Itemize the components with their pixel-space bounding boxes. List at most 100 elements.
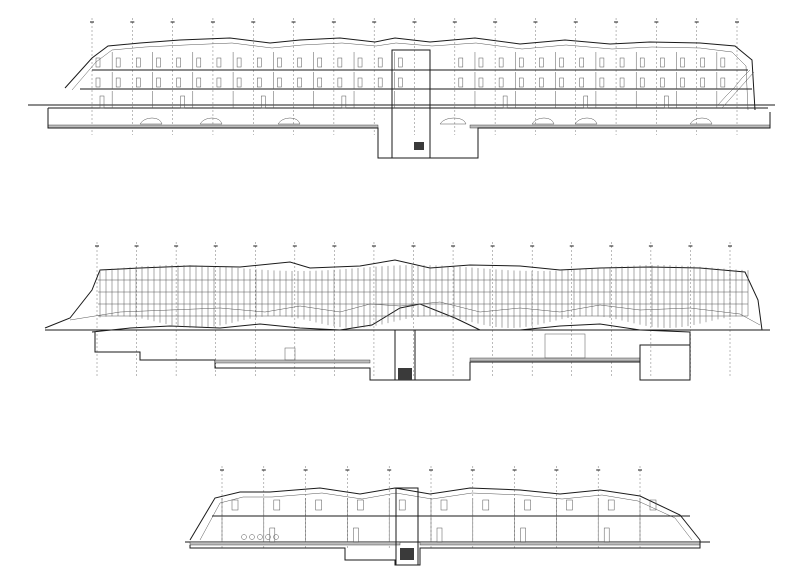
section-middle-glazing [544,333,586,359]
window [216,77,222,88]
window [315,499,322,511]
window [579,77,584,88]
section-top [28,18,775,159]
window [196,57,202,68]
window [236,57,242,68]
window [566,499,573,511]
window [458,77,464,88]
window [257,77,262,88]
window [257,57,262,68]
door [180,95,185,109]
section-middle-door [284,347,296,361]
window [136,57,141,68]
window [559,57,564,68]
section-top-grid-lines [90,18,739,135]
section-bottom-slab-left [189,541,401,546]
window [519,57,524,68]
window [196,77,202,88]
section-bottom-core [395,487,419,566]
window [619,57,625,68]
window [599,77,605,88]
window [398,77,403,88]
window [639,57,645,68]
window [478,57,484,68]
window [176,57,181,68]
section-middle-envelope [44,259,763,331]
door [583,95,588,109]
window [357,57,363,68]
window [498,77,504,88]
section-middle-core-stair [398,368,412,380]
window [277,77,282,88]
section-middle-slab-a [214,359,371,364]
window [680,57,685,68]
window [377,77,383,88]
window [337,57,343,68]
door [664,95,669,109]
door [436,527,443,543]
window [277,57,282,68]
section-top-parked-cars [139,117,713,125]
window [357,499,364,511]
window [398,499,406,511]
window [236,77,242,88]
window [357,77,363,88]
section-bottom-room-cells [221,498,657,543]
door [99,95,105,109]
window [607,499,615,511]
window [720,57,726,68]
door [341,95,347,109]
section-bottom-seating [241,534,279,540]
door [603,527,610,543]
window [440,499,448,511]
door [261,95,266,109]
window [156,57,161,68]
window [539,57,544,68]
window [498,57,504,68]
window [649,499,657,511]
section-bottom-roof [189,487,701,541]
section-middle-grid-lines [95,242,732,378]
window [619,77,625,88]
section-top-room-cells [95,52,726,109]
section-bottom [185,466,710,566]
door [502,95,508,109]
window [216,57,222,68]
section-middle-right-block [639,344,691,381]
window [115,57,121,68]
section-bottom-foundation [189,540,701,566]
window [478,77,484,88]
window [115,77,121,88]
window [273,499,281,511]
window [700,57,705,68]
section-middle [44,242,770,381]
section-bottom-slab-right [419,541,701,546]
section-top-basement-outline [47,108,771,159]
section-bottom-core-stair [400,548,414,560]
door [353,527,359,543]
window [680,77,685,88]
window [700,77,705,88]
window [519,77,524,88]
window [539,77,544,88]
section-middle-roof-wave [91,303,691,333]
section-middle-curtain-wall [98,265,749,328]
window [660,77,665,88]
window [95,57,101,68]
window [482,499,490,511]
section-middle-slab-b [469,357,641,362]
window [660,57,665,68]
window [377,57,383,68]
window [599,57,605,68]
section-top-roof-inner [71,42,749,111]
window [398,57,403,68]
window [524,499,531,511]
window [136,77,141,88]
window [317,77,322,88]
section-top-core [391,49,431,159]
door [269,527,276,543]
section-top-core-stair [414,142,424,150]
window [337,77,343,88]
window [156,77,161,88]
